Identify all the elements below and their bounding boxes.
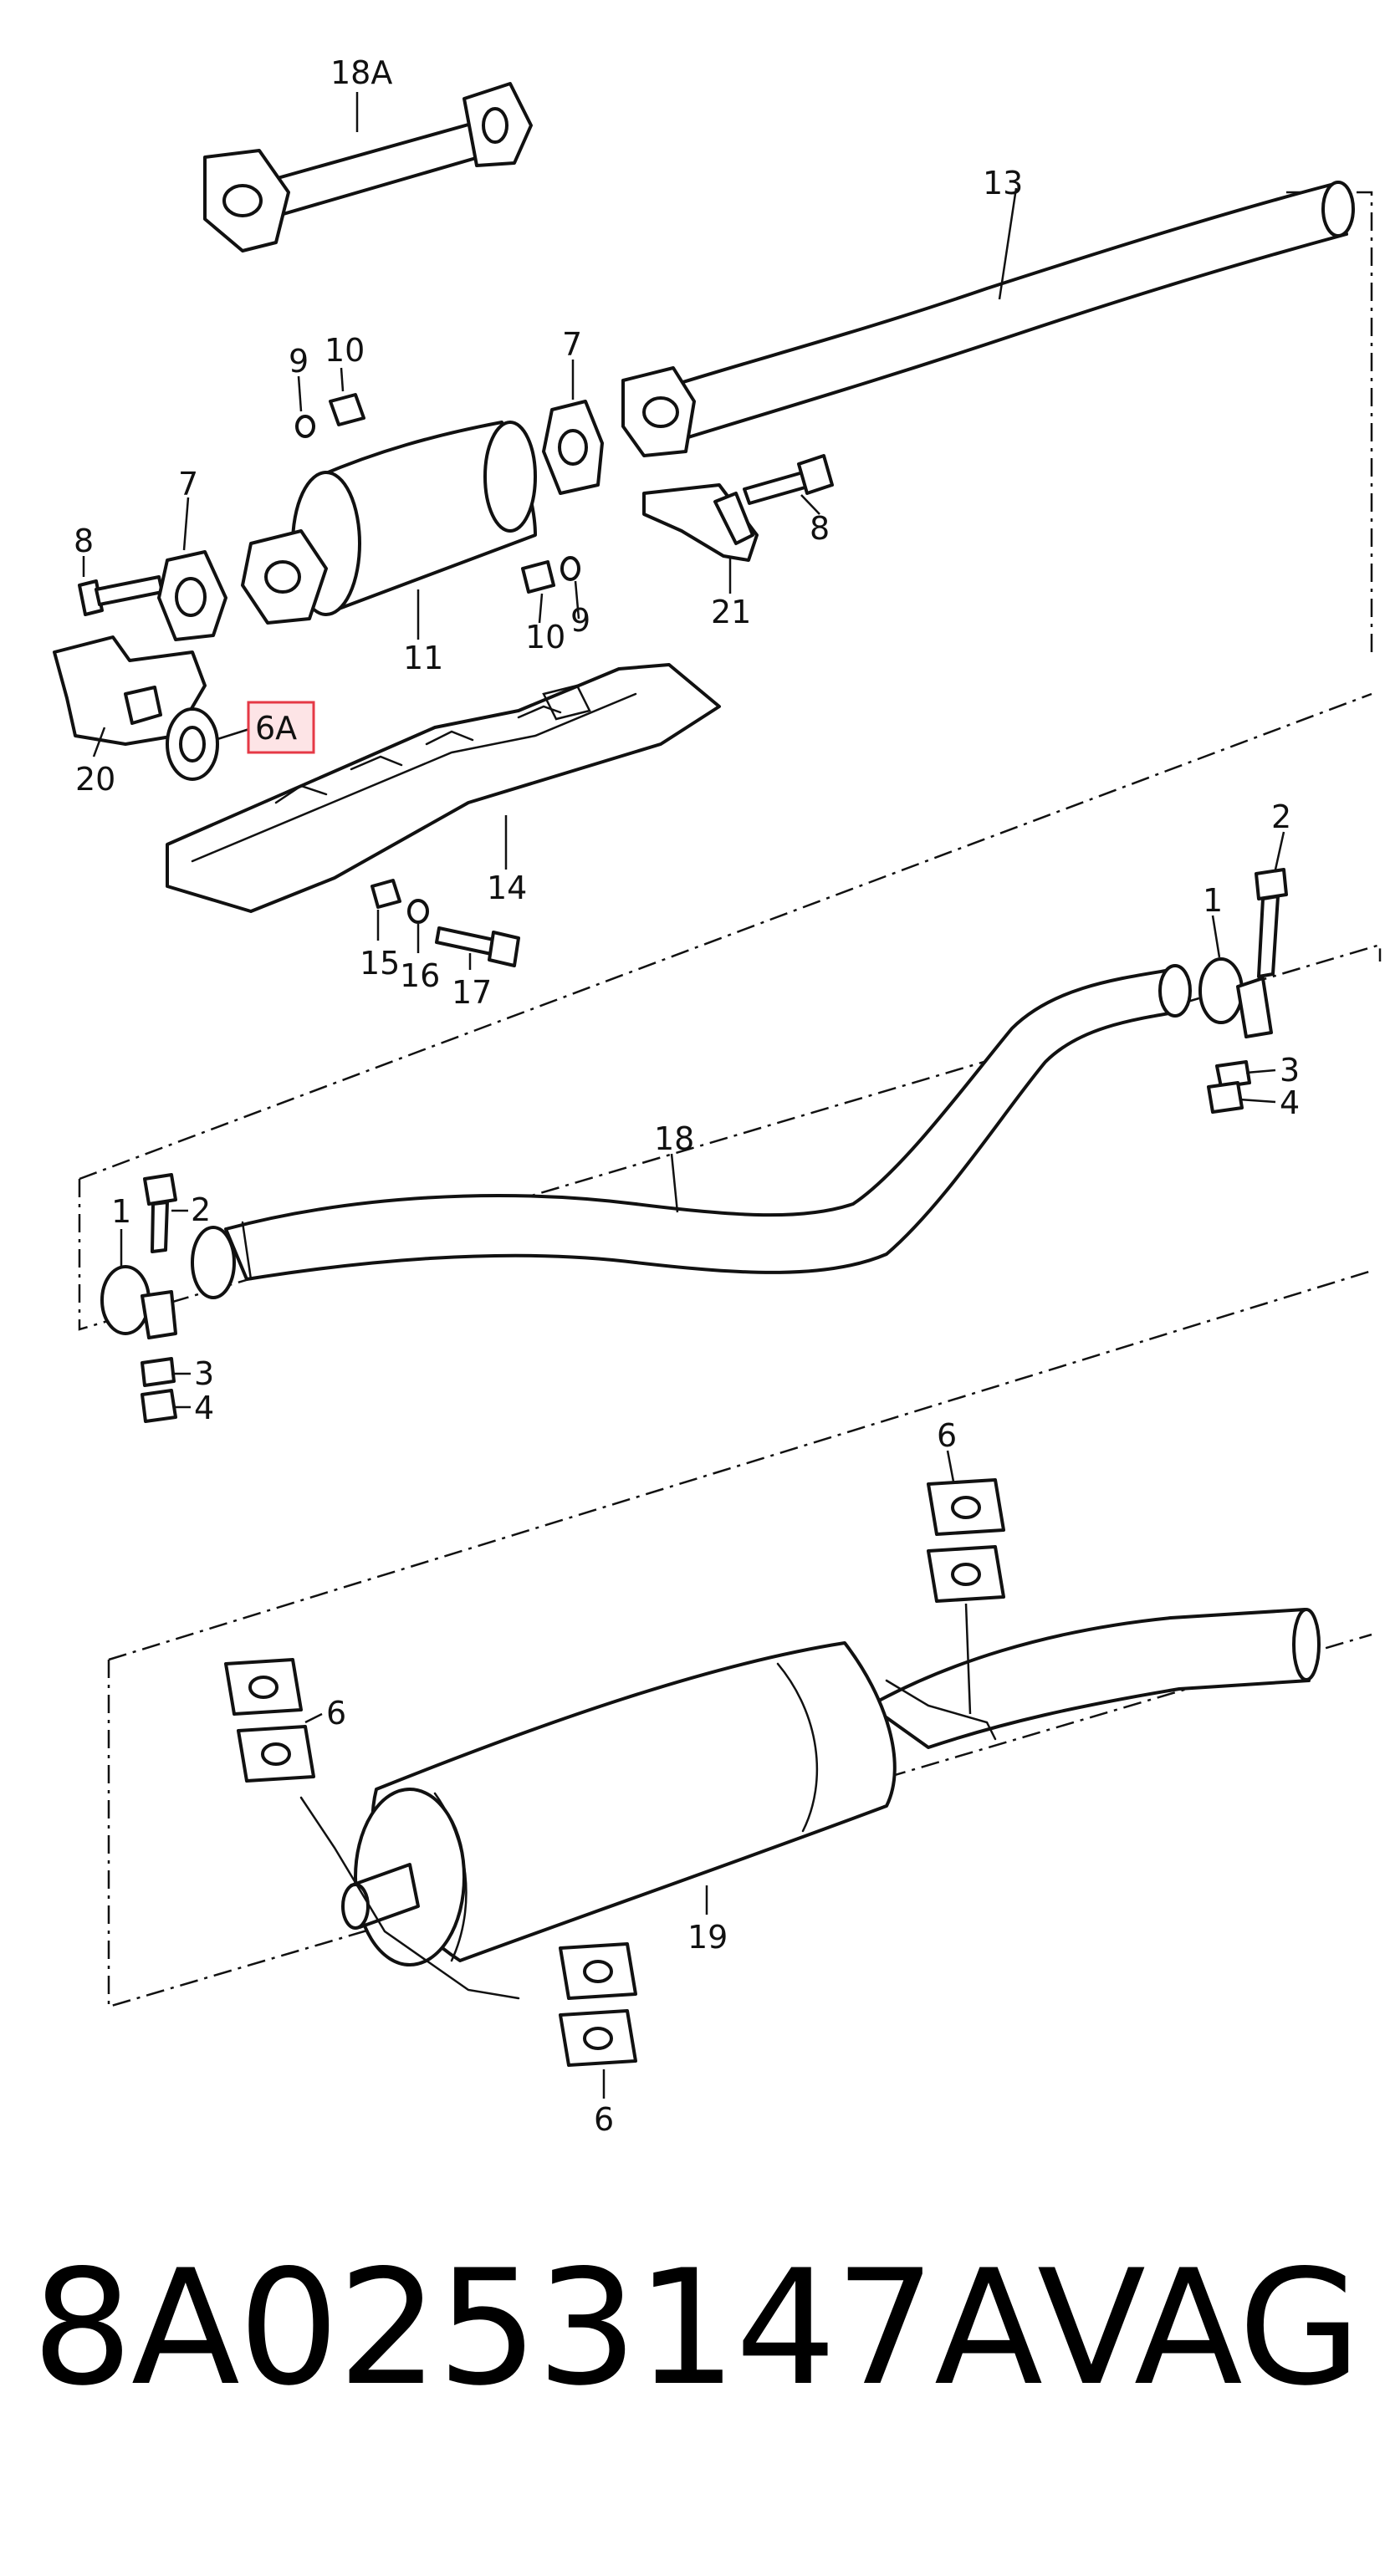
bolt-2-left [143, 1173, 177, 1253]
label-6A-highlight [247, 701, 315, 754]
frame-lower [107, 1633, 1372, 2008]
brand-name: VAG [1037, 2236, 1362, 2420]
label-3-right: 3 [1280, 1052, 1300, 1089]
gasket-6A [166, 707, 219, 781]
label-14: 14 [487, 870, 527, 906]
label-2-right: 2 [1271, 798, 1291, 835]
rear-muffler-19 [299, 1608, 1321, 2000]
rubber-mount-6-left [224, 1658, 315, 1783]
part-number: 8A0253147A [32, 2236, 1043, 2420]
bolt-17 [435, 926, 520, 967]
catalytic-converter-11 [241, 421, 537, 625]
washer-16 [407, 899, 429, 924]
label-7-right: 7 [562, 326, 582, 363]
nut-10-upper [329, 393, 365, 426]
label-15: 15 [360, 945, 400, 982]
clamp-1-left [100, 1265, 177, 1339]
gasket-7-right [542, 400, 604, 495]
frame-lower-diagonal [108, 1269, 1372, 1661]
washer-9-lower [560, 556, 580, 581]
label-8-right: 8 [810, 510, 830, 547]
frame-middle [78, 943, 1382, 1331]
label-4-right: 4 [1280, 1084, 1300, 1121]
nut-4-right [1207, 1081, 1244, 1114]
rear-pipe-18 [191, 964, 1192, 1299]
label-6-bottom: 6 [594, 2101, 614, 2138]
heat-shield-14 [166, 663, 721, 913]
clip-15 [370, 879, 401, 909]
bolt-2-right [1255, 868, 1288, 978]
frame-upper [1280, 191, 1373, 652]
label-8-left: 8 [74, 523, 94, 559]
label-9-upper: 9 [289, 343, 309, 380]
front-pipe-18A [203, 82, 533, 252]
clamp-1-right [1198, 957, 1273, 1038]
bolt-8-left [78, 575, 164, 616]
label-21: 21 [711, 594, 751, 630]
label-6A: 6A [255, 710, 297, 747]
label-18: 18 [654, 1120, 694, 1157]
label-7-left: 7 [178, 466, 198, 502]
label-18A: 18A [330, 54, 392, 91]
label-11: 11 [403, 640, 443, 676]
label-17: 17 [452, 974, 492, 1011]
nut-10-lower [521, 560, 555, 594]
gasket-7-left [157, 550, 227, 641]
rubber-mount-6-top [927, 1478, 1005, 1603]
label-1-left: 1 [111, 1193, 131, 1230]
washer-9-upper [295, 415, 315, 438]
bolt-8-right [743, 454, 834, 505]
label-10-upper: 10 [325, 332, 365, 369]
label-13: 13 [983, 165, 1023, 201]
rubber-mount-6-bottom [559, 1942, 637, 2067]
bracket-21 [642, 483, 759, 562]
label-9-lower: 9 [570, 602, 590, 639]
label-4-left: 4 [194, 1390, 214, 1426]
intermediate-pipe-13 [621, 181, 1355, 457]
washer-3-left [141, 1357, 176, 1387]
label-20: 20 [75, 761, 115, 798]
leader-lines [82, 92, 1285, 2099]
label-19: 19 [687, 1919, 728, 1956]
label-6-top: 6 [937, 1417, 957, 1454]
label-10-lower: 10 [525, 619, 565, 655]
label-1-right: 1 [1203, 882, 1223, 919]
exhaust-system-diagram: 18A 13 9 10 7 7 8 8 10 9 21 11 20 6A 14 … [53, 54, 1382, 2138]
nut-4-left [141, 1389, 177, 1423]
label-3-left: 3 [194, 1355, 214, 1392]
washer-3-right [1215, 1060, 1251, 1089]
frame-upper-diagonal [79, 692, 1372, 1181]
label-2-left: 2 [191, 1191, 211, 1228]
label-16: 16 [400, 957, 440, 994]
label-6-left: 6 [326, 1695, 346, 1732]
